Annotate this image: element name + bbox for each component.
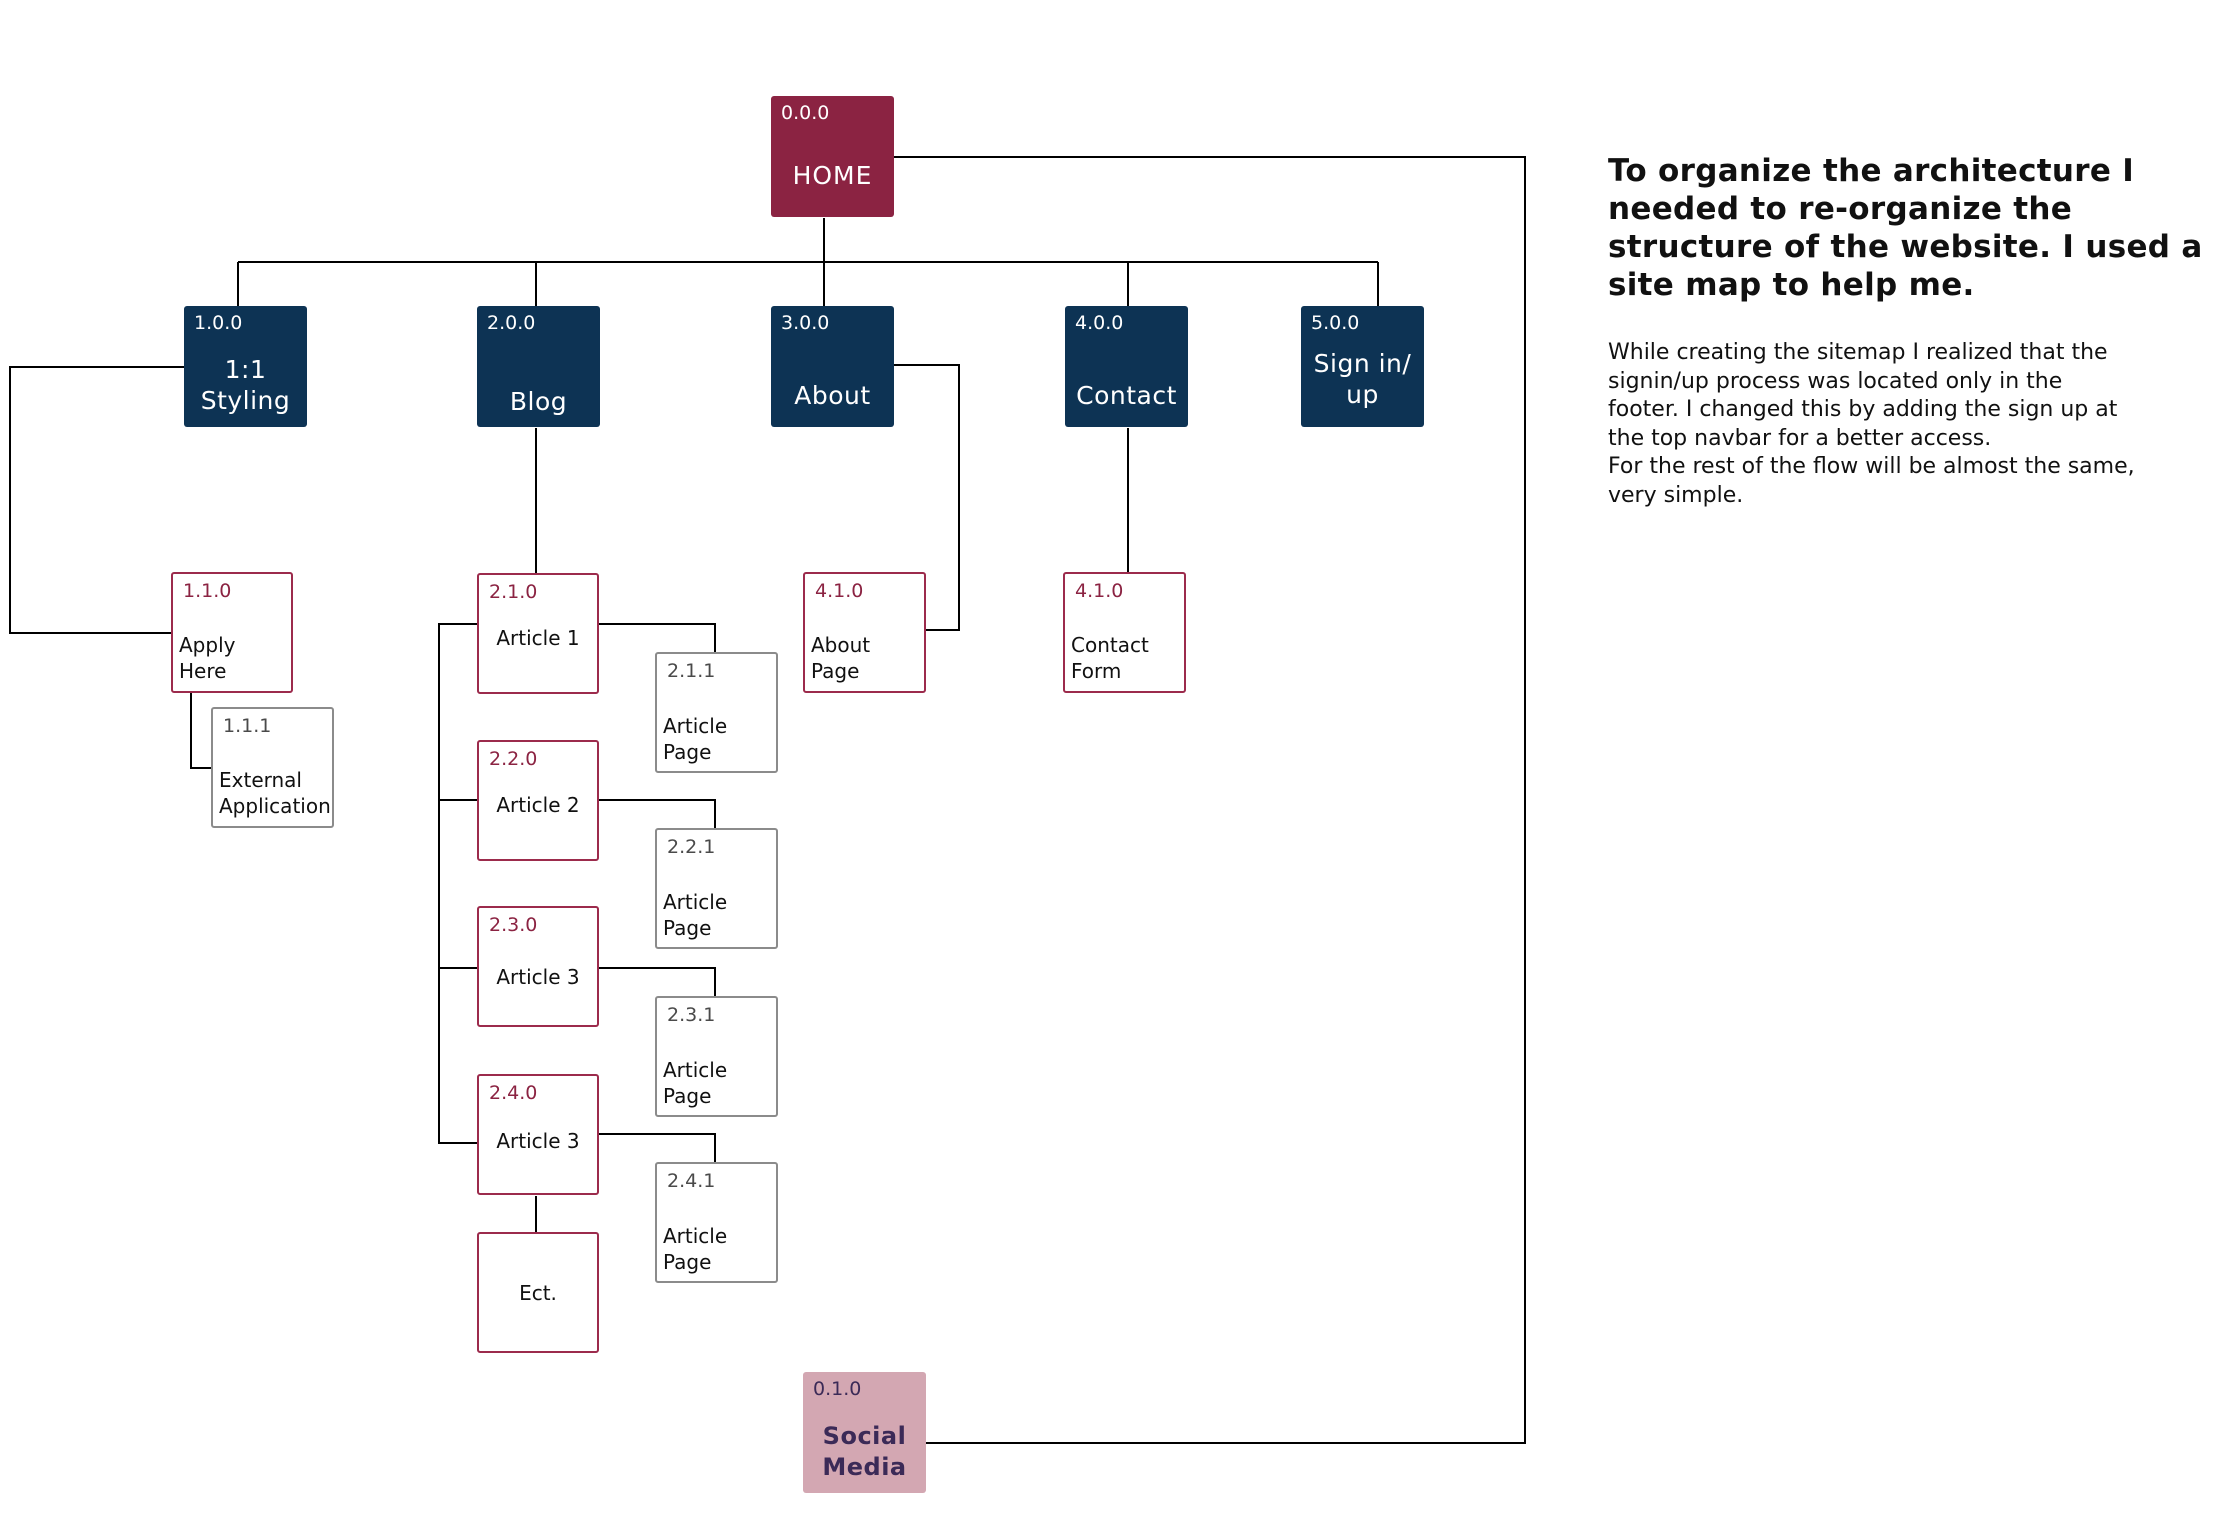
node-label: Article 3	[496, 1129, 580, 1153]
node-blog: 2.0.0 Blog	[477, 306, 600, 427]
description-paragraph: While creating the sitemap I realized th…	[1608, 340, 2118, 451]
node-article-1: 2.1.0 Article 1	[477, 573, 599, 694]
node-code: 4.0.0	[1075, 312, 1124, 334]
node-ect: Ect.	[477, 1232, 599, 1353]
node-article-page-2: 2.2.1 Article Page	[655, 828, 778, 949]
node-home: 0.0.0 HOME	[771, 96, 894, 217]
node-code: 2.1.0	[489, 581, 538, 603]
connector-article1-page	[599, 623, 716, 652]
node-article-page-4: 2.4.1 Article Page	[655, 1162, 778, 1283]
connector-article3-page	[599, 967, 716, 996]
node-signin: 5.0.0 Sign in/ up	[1301, 306, 1424, 427]
connector-home-social	[894, 156, 1526, 1444]
node-label: Contact Form	[1071, 633, 1149, 683]
node-label: External Application	[219, 768, 331, 818]
node-about: 3.0.0 About	[771, 306, 894, 427]
description-paragraph: For the rest of the flow will be almost …	[1608, 454, 2135, 508]
node-label: Article Page	[663, 1058, 728, 1108]
node-contact-form: 4.1.0 Contact Form	[1063, 572, 1186, 693]
description-heading: To organize the architecture I needed to…	[1608, 153, 2203, 303]
node-code: 0.1.0	[813, 1378, 862, 1400]
node-label: Ect.	[519, 1281, 557, 1305]
node-label: Article 3	[496, 965, 580, 989]
node-label: Article 2	[496, 793, 580, 817]
node-about-page: 4.1.0 About Page	[803, 572, 926, 693]
node-label: About Page	[811, 633, 871, 683]
node-code: 2.4.1	[667, 1170, 716, 1192]
node-code: 2.0.0	[487, 312, 536, 334]
node-code: 3.0.0	[781, 312, 830, 334]
node-social-media: 0.1.0 Social Media	[803, 1372, 926, 1493]
node-code: 2.1.1	[667, 660, 716, 682]
node-code: 5.0.0	[1311, 312, 1360, 334]
node-label: Sign in/ up	[1313, 349, 1412, 409]
node-label: Article Page	[663, 890, 728, 940]
node-label: HOME	[792, 161, 873, 190]
node-label: Social Media	[822, 1422, 907, 1481]
node-styling: 1.0.0 1:1 Styling	[184, 306, 307, 427]
node-code: 1.1.1	[223, 715, 272, 737]
node-code: 2.2.0	[489, 748, 538, 770]
node-label: Apply Here	[179, 633, 236, 683]
node-article-4: 2.4.0 Article 3	[477, 1074, 599, 1195]
node-code: 2.3.1	[667, 1004, 716, 1026]
node-code: 1.0.0	[194, 312, 243, 334]
node-code: 0.0.0	[781, 102, 830, 124]
node-label: 1:1 Styling	[200, 355, 291, 415]
node-label: Contact	[1076, 381, 1177, 410]
connector-article4-page	[599, 1133, 716, 1162]
node-apply-here: 1.1.0 Apply Here	[171, 572, 293, 693]
node-code: 2.4.0	[489, 1082, 538, 1104]
connector-blog-spine	[438, 623, 477, 1144]
node-code: 4.1.0	[1075, 580, 1124, 602]
node-code: 2.2.1	[667, 836, 716, 858]
node-code: 4.1.0	[815, 580, 864, 602]
node-article-3: 2.3.0 Article 3	[477, 906, 599, 1027]
node-article-page-1: 2.1.1 Article Page	[655, 652, 778, 773]
node-label: Article 1	[496, 626, 580, 650]
node-article-2: 2.2.0 Article 2	[477, 740, 599, 861]
node-label: Article Page	[663, 714, 728, 764]
connector-article2-page	[599, 799, 716, 828]
connector-about-page	[894, 364, 960, 631]
node-code: 2.3.0	[489, 914, 538, 936]
connector-apply-external	[190, 693, 211, 769]
node-label: About	[794, 381, 871, 410]
node-label: Article Page	[663, 1224, 728, 1274]
connector-styling-apply	[9, 366, 184, 634]
node-code: 1.1.0	[183, 580, 232, 602]
node-contact: 4.0.0 Contact	[1065, 306, 1188, 427]
description-panel: To organize the architecture I needed to…	[1608, 152, 2228, 510]
node-external-application: 1.1.1 External Application	[211, 707, 334, 828]
node-article-page-3: 2.3.1 Article Page	[655, 996, 778, 1117]
node-label: Blog	[509, 387, 568, 416]
description-body: While creating the sitemap I realized th…	[1608, 339, 2228, 510]
